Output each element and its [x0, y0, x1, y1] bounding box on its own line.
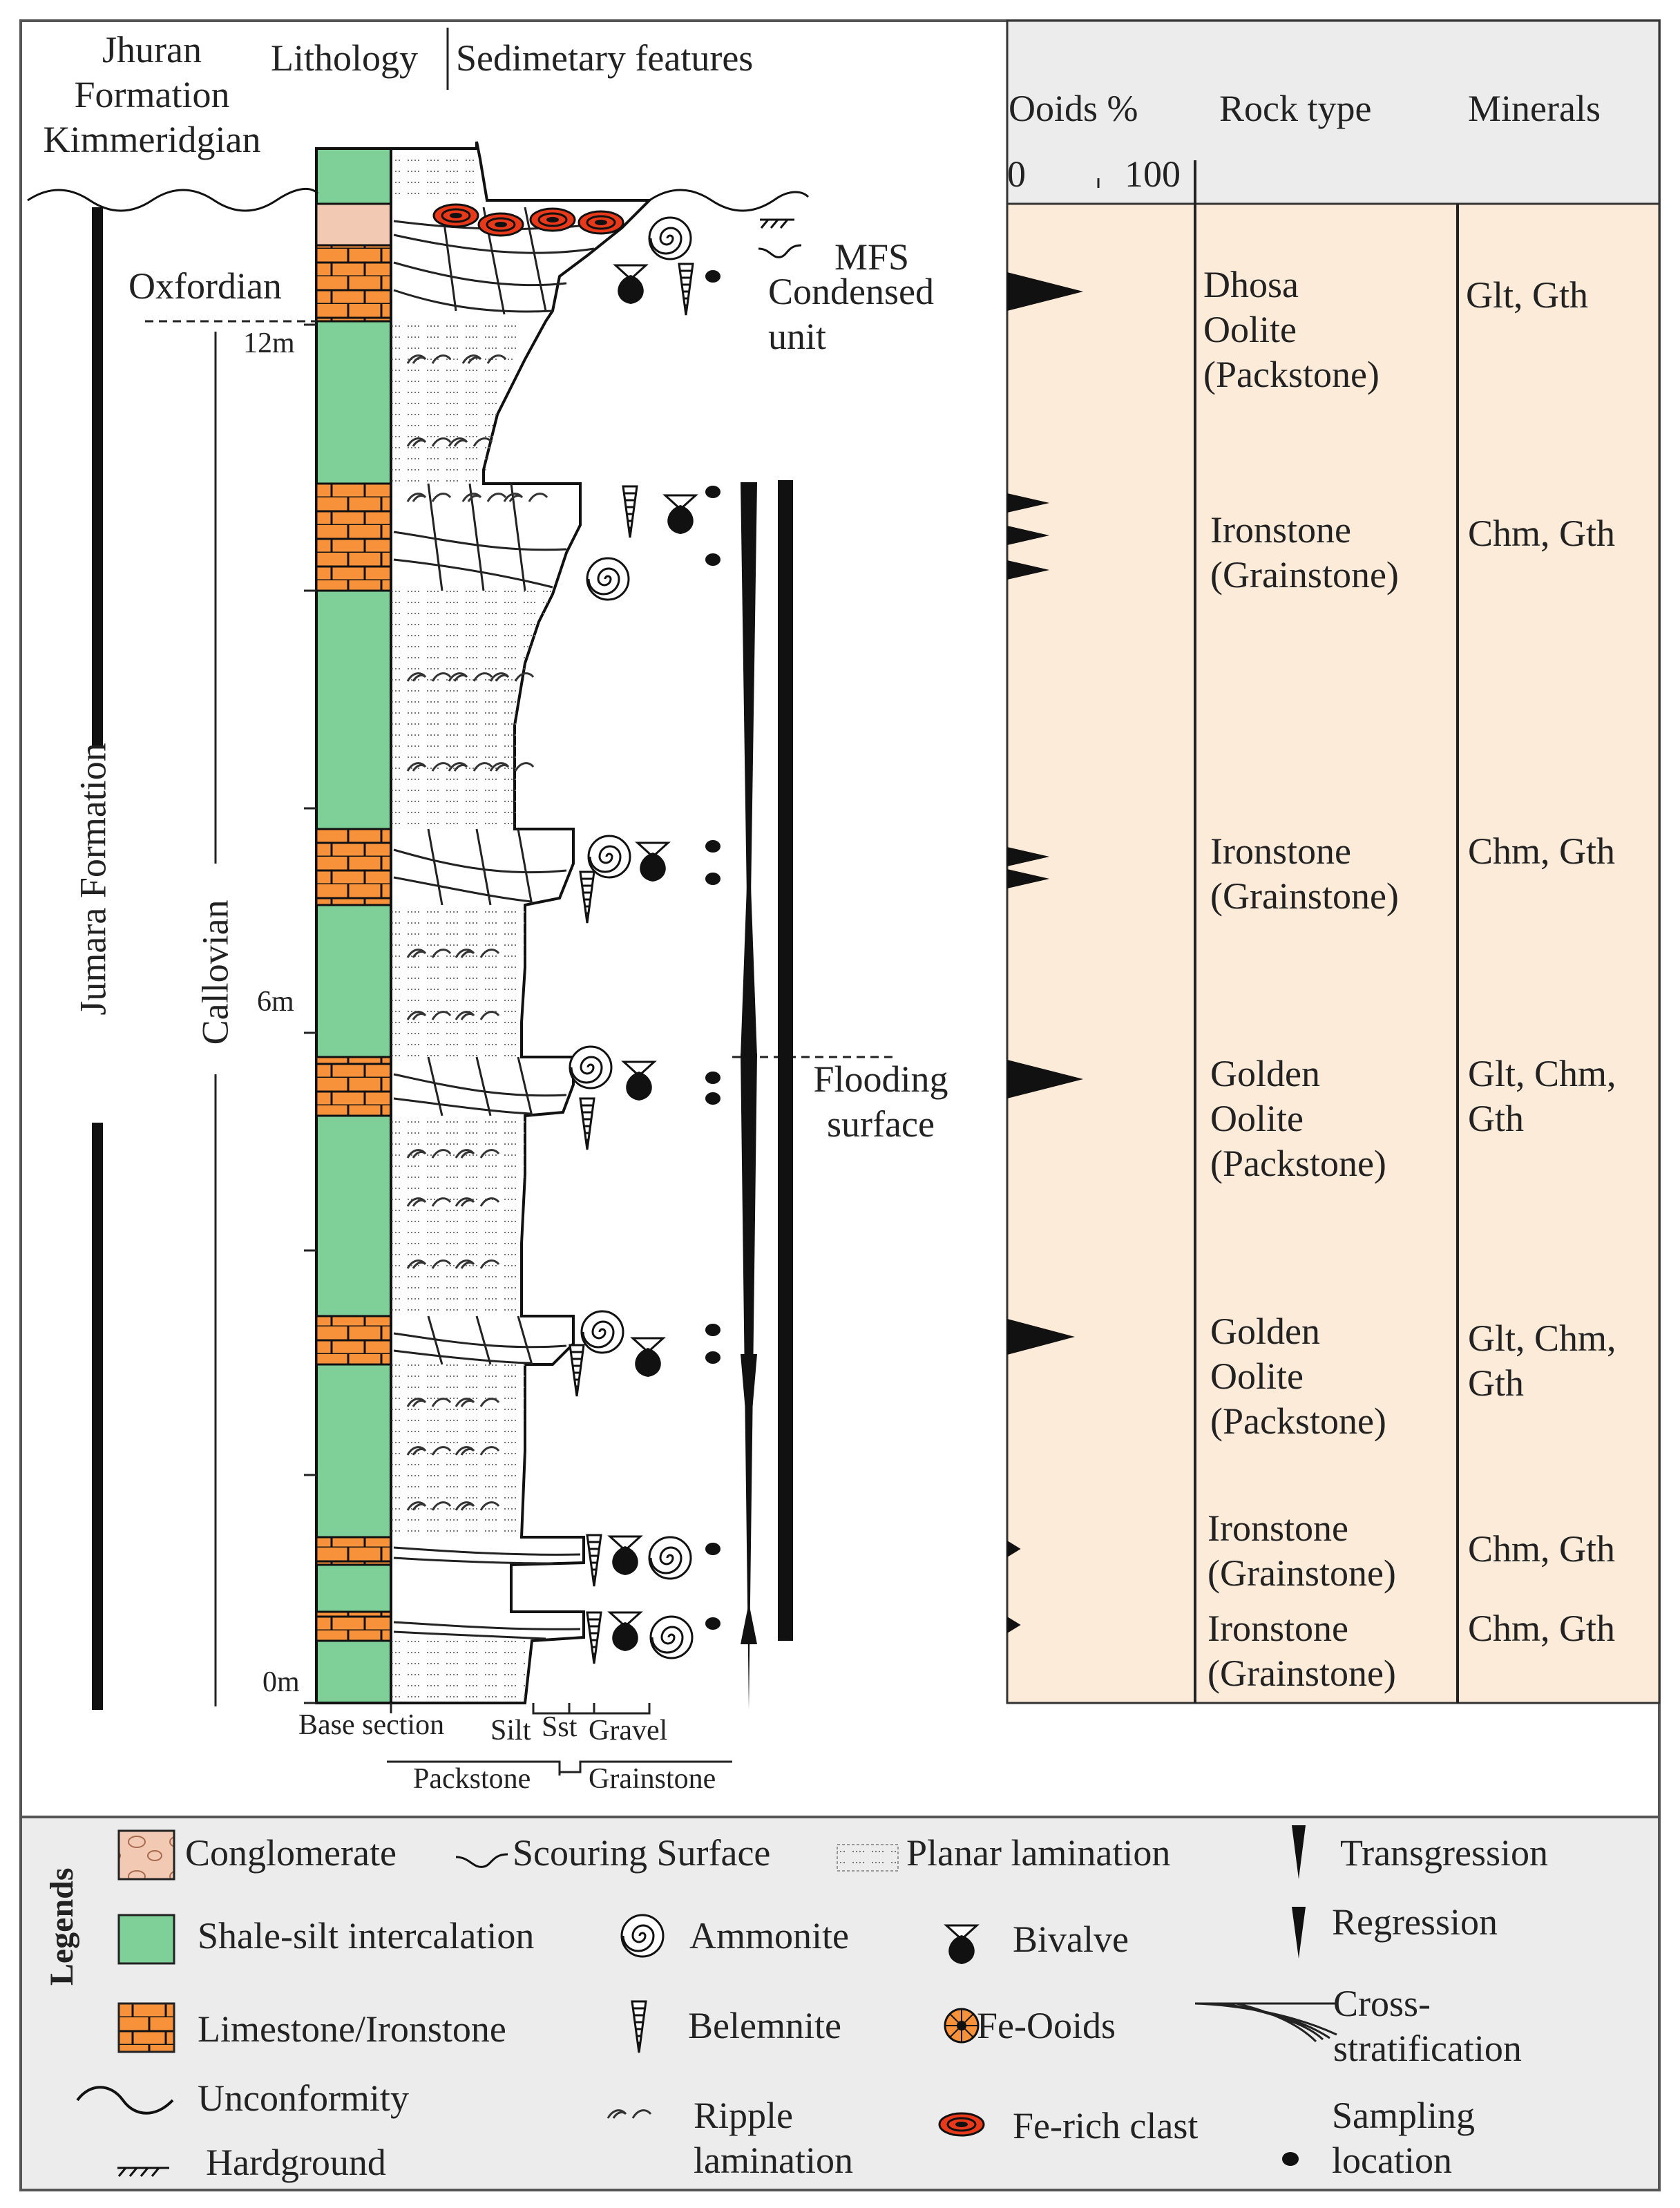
ooids-scale-max: 100 — [1125, 153, 1181, 195]
legend-unconformity: Unconformity — [198, 2077, 409, 2119]
minerals-4: Glt, Chm, Gth — [1468, 1053, 1616, 1139]
legend-fe-clast: Fe-rich clast — [1013, 2105, 1199, 2147]
flooding-surface-label: Flooding surface — [813, 1058, 948, 1145]
oxfordian-label: Oxfordian — [128, 265, 282, 307]
callovian-label: Callovian — [194, 900, 236, 1045]
ooid-spike-4 — [1007, 560, 1050, 580]
minerals-1: Glt, Gth — [1466, 274, 1589, 316]
rock-type-6: Ironstone (Grainstone) — [1208, 1507, 1396, 1594]
ooid-spike-6 — [1007, 869, 1050, 888]
depth-0m: 0m — [262, 1666, 300, 1698]
sedimentary-features-header: Sedimetary features — [456, 37, 754, 79]
grain-gravel: Gravel — [589, 1715, 668, 1747]
ooid-spike-7 — [1007, 1060, 1084, 1098]
rock-type-3: Ironstone (Grainstone) — [1210, 830, 1399, 917]
jumara-formation-label: Jumara Formation — [72, 743, 114, 1016]
minerals-5: Glt, Chm, Gth — [1468, 1317, 1616, 1404]
rock-type-7: Ironstone (Grainstone) — [1208, 1608, 1396, 1694]
ooid-spikes — [1007, 272, 1084, 1633]
legend-scouring: Scouring Surface — [513, 1832, 771, 1874]
grain-silt: Silt — [490, 1715, 531, 1747]
legend-planar: Planar lamination — [906, 1832, 1171, 1874]
ooid-spike-5 — [1007, 847, 1050, 866]
depth-12m: 12m — [243, 327, 295, 359]
ooid-spike-8 — [1007, 1319, 1075, 1355]
rock-type-1: Dhosa Oolite (Packstone) — [1203, 264, 1380, 395]
minerals-7: Chm, Gth — [1468, 1608, 1616, 1649]
grain-packstone: Packstone — [413, 1763, 531, 1795]
ooids-scale-min: 0 — [1007, 153, 1026, 195]
ooids-percent-header: Ooids % — [1009, 88, 1138, 129]
legend-bivalve: Bivalve — [1013, 1919, 1129, 1960]
condensed-unit-label: Condensed unit — [768, 271, 934, 357]
ooid-spike-9 — [1007, 1541, 1021, 1557]
legend-fe-ooids: Fe-Ooids — [977, 2005, 1116, 2046]
legend-shale-silt: Shale-silt intercalation — [198, 1915, 535, 1957]
legends-title: Legends — [44, 1867, 81, 1986]
legend-hardground: Hardground — [206, 2142, 386, 2183]
base-section-label: Base section — [298, 1709, 445, 1741]
ooid-spike-2 — [1007, 493, 1050, 513]
legend-belemnite: Belemnite — [688, 2005, 841, 2046]
ooid-spike-3 — [1007, 526, 1050, 545]
minerals-header: Minerals — [1468, 88, 1601, 129]
ooid-spike-1 — [1007, 272, 1084, 311]
legend-conglomerate: Conglomerate — [185, 1832, 397, 1874]
legend-regression: Regression — [1332, 1901, 1498, 1943]
legend-ripple: Ripple lamination — [694, 2095, 853, 2181]
rock-type-4: Golden Oolite (Packstone) — [1210, 1053, 1386, 1184]
legend-sampling: Sampling location — [1332, 2095, 1476, 2181]
legend-limestone: Limestone/Ironstone — [198, 2008, 506, 2050]
minerals-3: Chm, Gth — [1468, 830, 1616, 872]
depth-6m: 6m — [257, 986, 294, 1018]
ooid-spike-10 — [1007, 1617, 1021, 1633]
rock-type-5: Golden Oolite (Packstone) — [1210, 1311, 1386, 1442]
minerals-2: Chm, Gth — [1468, 513, 1616, 554]
legend-transgression: Transgression — [1340, 1832, 1549, 1874]
legend-cross-stratification: Cross- stratification — [1333, 1983, 1522, 2069]
legend-ammonite: Ammonite — [689, 1915, 849, 1957]
grain-grainstone: Grainstone — [589, 1763, 716, 1795]
formation-top-label: Jhuran Formation Kimmeridgian — [43, 29, 261, 160]
mfs-label: MFS — [834, 236, 910, 278]
grain-sst: Sst — [542, 1711, 578, 1743]
minerals-6: Chm, Gth — [1468, 1528, 1616, 1570]
lithology-header: Lithology — [271, 37, 418, 79]
rock-type-2: Ironstone (Grainstone) — [1210, 509, 1399, 596]
rock-type-header: Rock type — [1219, 88, 1372, 129]
